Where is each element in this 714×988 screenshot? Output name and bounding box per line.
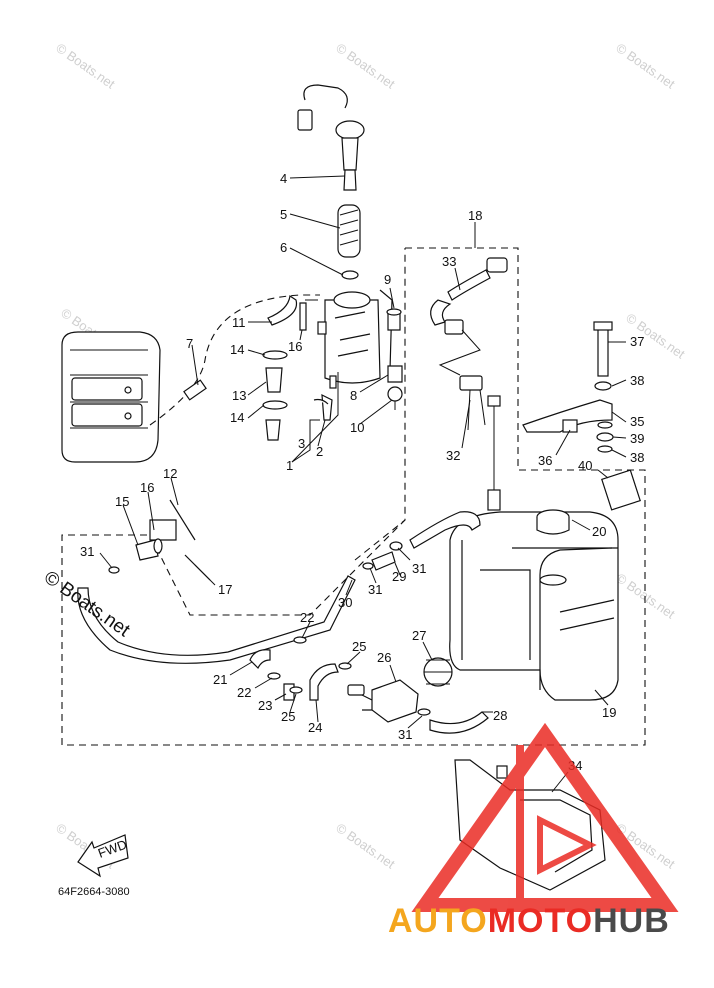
callout-8: 8 (350, 388, 357, 403)
callout-39: 39 (630, 431, 644, 446)
callout-28: 28 (493, 708, 507, 723)
clamps-lower (108, 499, 431, 716)
callout-12: 12 (163, 466, 177, 481)
fuel-hoses-lower (77, 511, 489, 734)
callout-14: 14 (230, 342, 244, 357)
tank-bracket (522, 321, 641, 511)
callout-15: 15 (115, 494, 129, 509)
callout-3: 3 (298, 436, 305, 451)
watermark-text: © Boats.net (613, 40, 678, 92)
watermark-text: © Boats.net (333, 40, 398, 92)
callout-16: 16 (140, 480, 154, 495)
callout-16: 16 (288, 339, 302, 354)
brand-part-3: HUB (593, 902, 670, 940)
leader-lines (99, 175, 627, 793)
brand-logo-mark (411, 722, 679, 912)
callout-27: 27 (412, 628, 426, 643)
callout-22: 22 (237, 685, 251, 700)
callout-14: 14 (230, 410, 244, 425)
callout-30: 30 (338, 595, 352, 610)
callout-32: 32 (446, 448, 460, 463)
float-assembly (297, 84, 365, 280)
diagram-code: 64F2664-3080 (58, 886, 130, 898)
group-boundaries (61, 247, 646, 746)
callout-25: 25 (281, 709, 295, 724)
callout-18: 18 (468, 208, 482, 223)
callout-25: 25 (352, 639, 366, 654)
callout-37: 37 (630, 334, 644, 349)
callout-6: 6 (280, 240, 287, 255)
vapor-separator (305, 289, 393, 389)
callout-26: 26 (377, 650, 391, 665)
watermark-text: © Boats.net (333, 820, 398, 872)
callout-29: 29 (392, 569, 406, 584)
callout-17: 17 (218, 582, 232, 597)
hose-fittings (262, 294, 333, 441)
callout-24: 24 (308, 720, 322, 735)
engine-cowling (61, 331, 161, 463)
callout-13: 13 (232, 388, 246, 403)
watermark-text: © Boats.net (53, 40, 118, 92)
primer-hose-7 (149, 294, 320, 426)
callout-1: 1 (286, 458, 293, 473)
callout-20: 20 (592, 524, 606, 539)
callout-33: 33 (442, 254, 456, 269)
callout-31: 31 (80, 544, 94, 559)
wiring-harness (430, 257, 508, 511)
watermark-text: © Boats.net (613, 570, 678, 622)
callout-19: 19 (602, 705, 616, 720)
callout-21: 21 (213, 672, 227, 687)
callout-38: 38 (630, 450, 644, 465)
fasteners-upper (386, 308, 403, 410)
fuel-tank (449, 509, 619, 701)
callout-7: 7 (186, 336, 193, 351)
callout-40: 40 (578, 458, 592, 473)
brand-part-2: MOTO (487, 902, 594, 940)
callout-2: 2 (316, 444, 323, 459)
callout-10: 10 (350, 420, 364, 435)
callout-35: 35 (630, 414, 644, 429)
callout-22: 22 (300, 610, 314, 625)
brand-wordmark: AUTOMOTOHUB (388, 902, 670, 941)
callout-38: 38 (630, 373, 644, 388)
callout-23: 23 (258, 698, 272, 713)
callout-5: 5 (280, 207, 287, 222)
callout-9: 9 (384, 272, 391, 287)
callout-11: 11 (232, 315, 246, 330)
callouts: 4 5 6 7 11 14 16 13 14 9 8 10 3 2 1 12 1… (80, 171, 644, 773)
callout-31: 31 (368, 582, 382, 597)
callout-31: 31 (412, 561, 426, 576)
callout-31: 31 (398, 727, 412, 742)
callout-4: 4 (280, 171, 287, 186)
fuel-pump (347, 657, 453, 723)
callout-36: 36 (538, 453, 552, 468)
brand-part-1: AUTO (388, 902, 488, 940)
